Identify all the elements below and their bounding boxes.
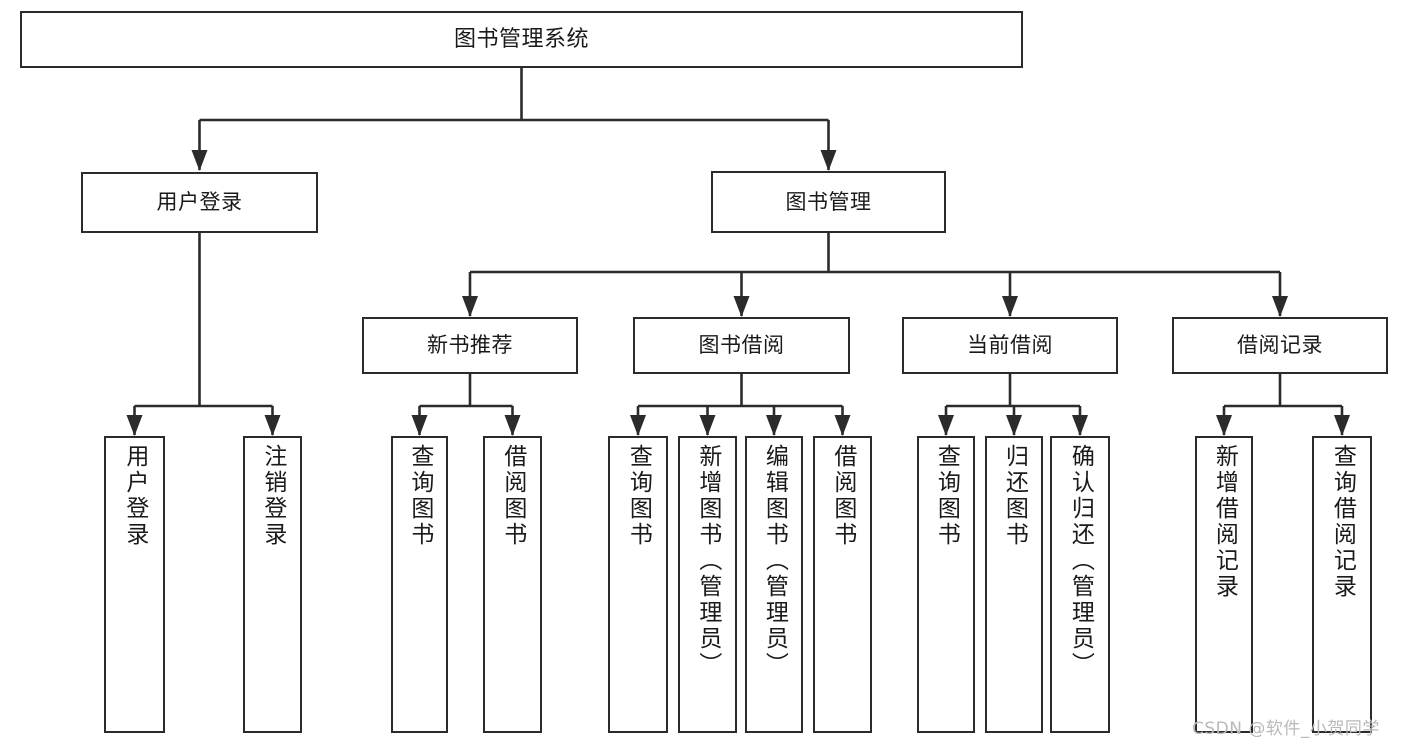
arrow-icon-book-mgmt-fan-0 <box>462 296 478 317</box>
node-leaf-8: 借阅图书 <box>813 436 872 733</box>
arrow-icon-user-login-fan-1 <box>264 415 281 436</box>
node-leaf-2: 注销登录 <box>243 436 302 733</box>
arrow-icon-book-borrow-fan-2 <box>766 415 782 436</box>
arrow-icon-book-mgmt-fan-2 <box>1002 296 1018 317</box>
node-label: 查询图书 <box>406 444 433 548</box>
node-borrow-log: 借阅记录 <box>1172 317 1388 374</box>
node-label: 图书借阅 <box>698 333 785 358</box>
node-user-login: 用户登录 <box>81 172 318 233</box>
arrow-icon-book-mgmt-fan-3 <box>1272 296 1288 317</box>
node-root: 图书管理系统 <box>20 11 1023 68</box>
node-label: 借阅记录 <box>1237 333 1323 358</box>
arrow-icon-cur-borrow-fan-2 <box>1072 415 1088 436</box>
node-book-borrow: 图书借阅 <box>633 317 850 374</box>
node-new-book-rec: 新书推荐 <box>362 317 578 374</box>
node-book-mgmt: 图书管理 <box>711 171 946 233</box>
node-leaf-13: 查询借阅记录 <box>1312 436 1372 733</box>
node-label: 图书管理系统 <box>453 26 589 52</box>
node-leaf-9: 查询图书 <box>917 436 975 733</box>
node-leaf-12: 新增借阅记录 <box>1195 436 1253 733</box>
node-label: 新增图书（管理员） <box>694 444 721 678</box>
arrow-icon-borrow-log-fan-0 <box>1216 415 1232 436</box>
node-leaf-1: 用户登录 <box>104 436 165 733</box>
node-cur-borrow: 当前借阅 <box>902 317 1118 374</box>
arrow-icon-book-borrow-fan-3 <box>834 415 851 436</box>
arrow-icon-book-mgmt-fan-1 <box>733 296 750 317</box>
node-label: 用户登录 <box>156 190 243 215</box>
node-leaf-6: 新增图书（管理员） <box>678 436 737 733</box>
arrow-icon-cur-borrow-fan-1 <box>1006 415 1022 436</box>
arrow-icon-root-fanout-1 <box>820 150 837 171</box>
node-label: 借阅图书 <box>829 444 856 548</box>
node-leaf-11: 确认归还（管理员） <box>1050 436 1110 733</box>
node-label: 确认归还（管理员） <box>1067 444 1094 678</box>
arrow-icon-new-book-rec-fan-1 <box>504 415 521 436</box>
node-label: 当前借阅 <box>967 333 1053 358</box>
node-label: 用户登录 <box>121 444 148 548</box>
arrow-icon-borrow-log-fan-1 <box>1334 415 1350 436</box>
node-leaf-3: 查询图书 <box>391 436 448 733</box>
arrow-icon-book-borrow-fan-0 <box>630 415 646 436</box>
node-label: 图书管理 <box>785 189 872 214</box>
node-leaf-5: 查询图书 <box>608 436 668 733</box>
arrow-icon-root-fanout-0 <box>191 150 208 171</box>
node-label: 新书推荐 <box>427 333 513 358</box>
node-label: 借阅图书 <box>499 444 526 548</box>
arrow-icon-user-login-fan-0 <box>126 415 143 436</box>
node-label: 新增借阅记录 <box>1211 444 1238 600</box>
arrow-icon-new-book-rec-fan-0 <box>411 415 428 436</box>
node-label: 编辑图书（管理员） <box>761 444 788 678</box>
node-leaf-10: 归还图书 <box>985 436 1043 733</box>
node-label: 查询图书 <box>933 444 960 548</box>
node-leaf-7: 编辑图书（管理员） <box>745 436 803 733</box>
node-label: 查询借阅记录 <box>1329 444 1356 600</box>
arrow-icon-cur-borrow-fan-0 <box>938 415 954 436</box>
node-label: 查询图书 <box>625 444 652 548</box>
node-label: 注销登录 <box>259 444 286 548</box>
node-leaf-4: 借阅图书 <box>483 436 542 733</box>
arrow-icon-book-borrow-fan-1 <box>699 415 716 436</box>
node-label: 归还图书 <box>1001 444 1028 548</box>
